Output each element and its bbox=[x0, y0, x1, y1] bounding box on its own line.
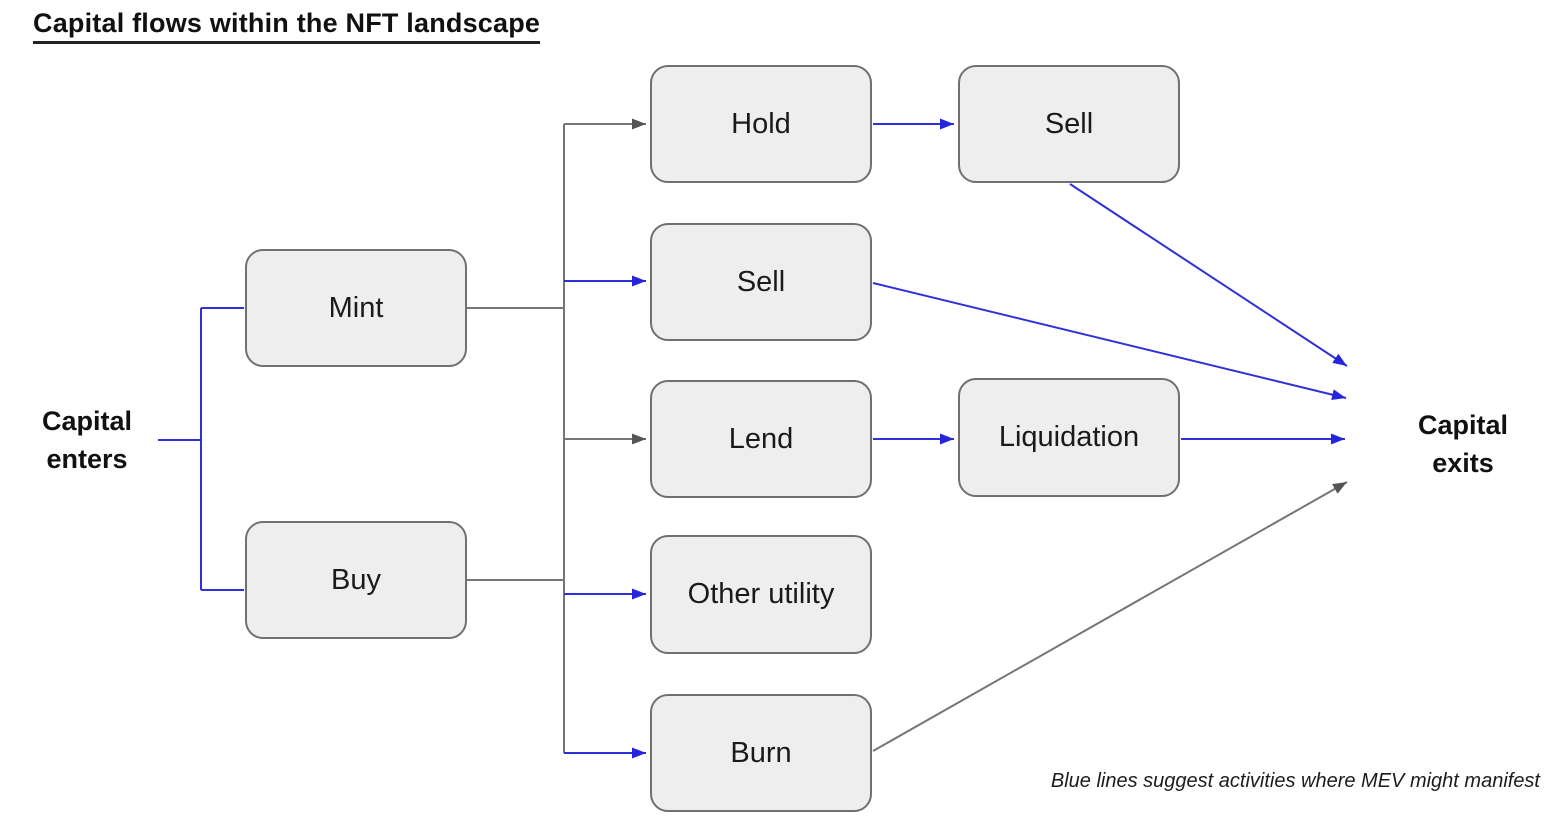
capital-exits-label: Capital exits bbox=[1417, 410, 1509, 478]
diagram-title: Capital flows within the NFT landscape bbox=[33, 8, 541, 44]
node-sell-top-label: Sell bbox=[1044, 107, 1094, 140]
edge-burn-to-exit bbox=[872, 481, 1348, 752]
node-buy: Buy bbox=[245, 521, 467, 639]
node-buy-label: Buy bbox=[331, 563, 381, 596]
node-liquidation: Liquidation bbox=[958, 378, 1180, 497]
node-sell-mid: Sell bbox=[650, 223, 872, 341]
node-lend-label: Lend bbox=[728, 422, 794, 455]
edge-sell-top-to-exit bbox=[1069, 183, 1348, 367]
capital-enters-label: Capital enters bbox=[41, 406, 133, 474]
node-other-utility-label: Other utility bbox=[687, 578, 835, 610]
node-sell-mid-label: Sell bbox=[736, 265, 786, 298]
node-lend: Lend bbox=[650, 380, 872, 498]
node-hold: Hold bbox=[650, 65, 872, 183]
edge-capital-enters-to-mint-buy bbox=[158, 307, 244, 591]
node-sell-top: Sell bbox=[958, 65, 1180, 183]
node-mint-label: Mint bbox=[328, 291, 384, 324]
node-mint: Mint bbox=[245, 249, 467, 367]
node-liquidation-label: Liquidation bbox=[998, 421, 1140, 453]
mev-legend-note: Blue lines suggest activities where MEV … bbox=[1050, 770, 1540, 792]
node-burn: Burn bbox=[650, 694, 872, 812]
node-other-utility: Other utility bbox=[650, 535, 872, 654]
node-burn-label: Burn bbox=[730, 736, 792, 769]
node-hold-label: Hold bbox=[731, 107, 791, 140]
edge-sell-mid-to-exit bbox=[872, 282, 1347, 401]
